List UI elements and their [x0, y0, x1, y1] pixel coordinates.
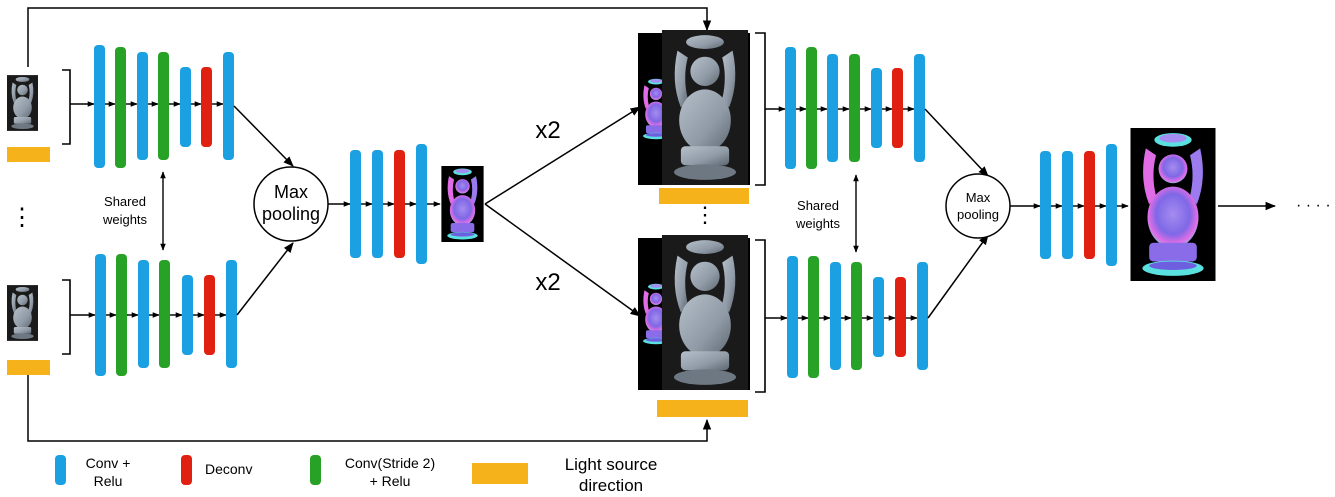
legend-label-conv-stride2: Conv(Stride 2) [345, 455, 435, 471]
layer-deconv [394, 150, 405, 258]
layer-conv-stride2 [808, 256, 819, 378]
layer-conv-relu [873, 277, 884, 357]
layer-deconv [895, 277, 906, 357]
legend-label-light-source-2: direction [579, 476, 643, 495]
branch-2-bottom [765, 256, 928, 378]
light-bar-input-top [7, 147, 50, 162]
normal-map-output-2 [1130, 128, 1216, 281]
shared-weights-label-2: Shared [797, 198, 839, 213]
layer-deconv [201, 67, 212, 147]
legend: Conv + Relu Deconv Conv(Stride 2) + Relu… [55, 455, 657, 495]
light-bar-input-bottom [7, 360, 50, 375]
legend-swatch-deconv [181, 455, 192, 485]
legend-swatch-light-source [472, 463, 528, 484]
layer-deconv [892, 68, 903, 148]
layer-conv-relu [914, 54, 925, 162]
vertical-ellipsis-center: ⋮ [694, 202, 716, 227]
legend-label-conv-relu: Conv + [86, 455, 131, 471]
skip-path-bottom [27, 375, 712, 442]
layer-conv-relu [226, 260, 237, 368]
bracket-stage2-top [755, 32, 766, 186]
max-pooling-label-1: Max [274, 182, 308, 202]
shared-weights-label-2b: weights [795, 216, 841, 231]
legend-label-deconv: Deconv [205, 461, 252, 477]
legend-label-conv-relu-2: Relu [94, 473, 123, 489]
arrow-to-maxpool-1-top [233, 105, 294, 167]
layer-deconv [1084, 151, 1095, 259]
bracket-stage2-bottom [755, 239, 766, 393]
layer-conv-relu [787, 256, 798, 378]
layer-conv-relu [350, 150, 361, 258]
layer-conv-relu [785, 47, 796, 169]
legend-swatch-conv-stride2 [310, 455, 321, 485]
layer-conv-relu [137, 52, 148, 160]
branch-2-top [765, 47, 925, 169]
normal-map-output-1 [441, 166, 484, 242]
layer-conv-relu [95, 254, 106, 376]
branch-1-top [70, 45, 234, 168]
bracket-input-bottom [62, 279, 71, 355]
upsample-label-top: x2 [535, 117, 560, 144]
layer-conv-relu [182, 275, 193, 355]
input-image-bottom [7, 285, 38, 341]
layer-conv-relu [1040, 151, 1051, 259]
layer-conv-stride2 [158, 52, 169, 160]
arrow-to-stage2-bottom [484, 203, 641, 317]
layer-conv-stride2 [851, 262, 862, 370]
layer-conv-relu [372, 150, 383, 258]
vertical-ellipsis-left: ⋮ [10, 204, 34, 231]
layer-conv-stride2 [806, 47, 817, 169]
layer-conv-relu [1062, 151, 1073, 259]
arrow-to-maxpool-1-bottom [236, 242, 294, 316]
max-pooling-label-2b: pooling [957, 207, 999, 222]
skip-path-top [27, 7, 712, 67]
input-image-top [7, 75, 38, 131]
fusion-stage-2 [1010, 144, 1129, 266]
legend-label-conv-stride2-2: + Relu [370, 473, 411, 489]
layer-conv-relu [1106, 144, 1117, 266]
stage2-image-top [638, 30, 750, 185]
light-bar-stage2-bottom [657, 400, 748, 417]
branch-1-bottom [70, 254, 237, 376]
legend-label-light-source: Light source [565, 455, 658, 474]
bracket-input-top [62, 69, 71, 145]
legend-swatch-conv-relu [55, 455, 66, 485]
layer-conv-relu [416, 144, 427, 264]
layer-conv-relu [138, 260, 149, 368]
layer-deconv [204, 275, 215, 355]
arrow-to-maxpool-2-bottom [927, 234, 989, 319]
light-bar-stage2-top [659, 188, 749, 204]
layer-conv-stride2 [849, 54, 860, 162]
layer-conv-relu [180, 67, 191, 147]
arrow-to-stage2-top [484, 106, 641, 205]
layer-conv-stride2 [115, 47, 126, 168]
shared-weights-label-1: Shared [104, 194, 146, 209]
max-pooling-label-2: Max [966, 190, 991, 205]
max-pooling-node-2 [945, 173, 1011, 239]
max-pooling-label-1b: pooling [262, 204, 320, 224]
fusion-stage-1 [328, 144, 441, 264]
continuation-dots: · · · · [1296, 197, 1331, 214]
upsample-label-bottom: x2 [535, 269, 560, 296]
stage2-image-bottom [638, 235, 750, 390]
layer-conv-relu [223, 52, 234, 160]
layer-conv-relu [917, 262, 928, 370]
shared-weights-label-1b: weights [102, 212, 148, 227]
layer-conv-relu [827, 54, 838, 162]
layer-conv-relu [830, 262, 841, 370]
layer-conv-relu [871, 68, 882, 148]
layer-conv-stride2 [116, 254, 127, 376]
layer-conv-relu [94, 45, 105, 168]
arrow-to-maxpool-2-top [924, 108, 989, 177]
layer-conv-stride2 [159, 260, 170, 368]
